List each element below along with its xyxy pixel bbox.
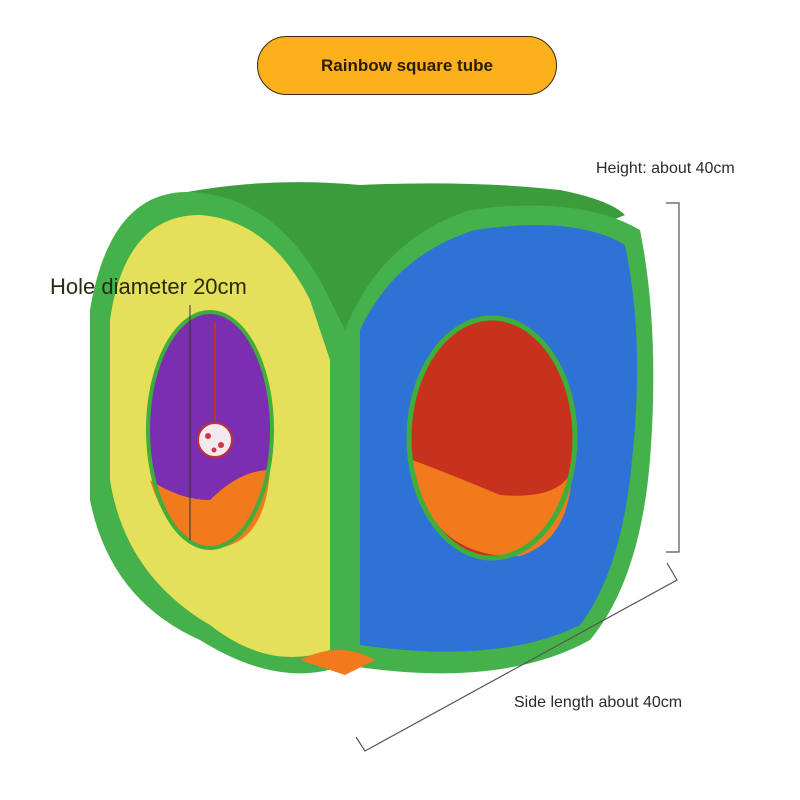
title-banner: Rainbow square tube [257, 36, 557, 95]
height-dimension-line [666, 202, 680, 553]
height-label: Height: about 40cm [596, 160, 735, 177]
side-length-dimension-line [355, 562, 678, 752]
left-hole-floor [150, 470, 270, 548]
right-hole-floor [412, 460, 572, 557]
hanging-ball-icon [197, 422, 233, 458]
side-length-label: Side length about 40cm [514, 694, 683, 711]
hole-diameter-label: Hole diameter 20cm [50, 274, 247, 299]
tunnel-bottom-floor [300, 650, 375, 675]
title-text: Rainbow square tube [321, 55, 493, 75]
